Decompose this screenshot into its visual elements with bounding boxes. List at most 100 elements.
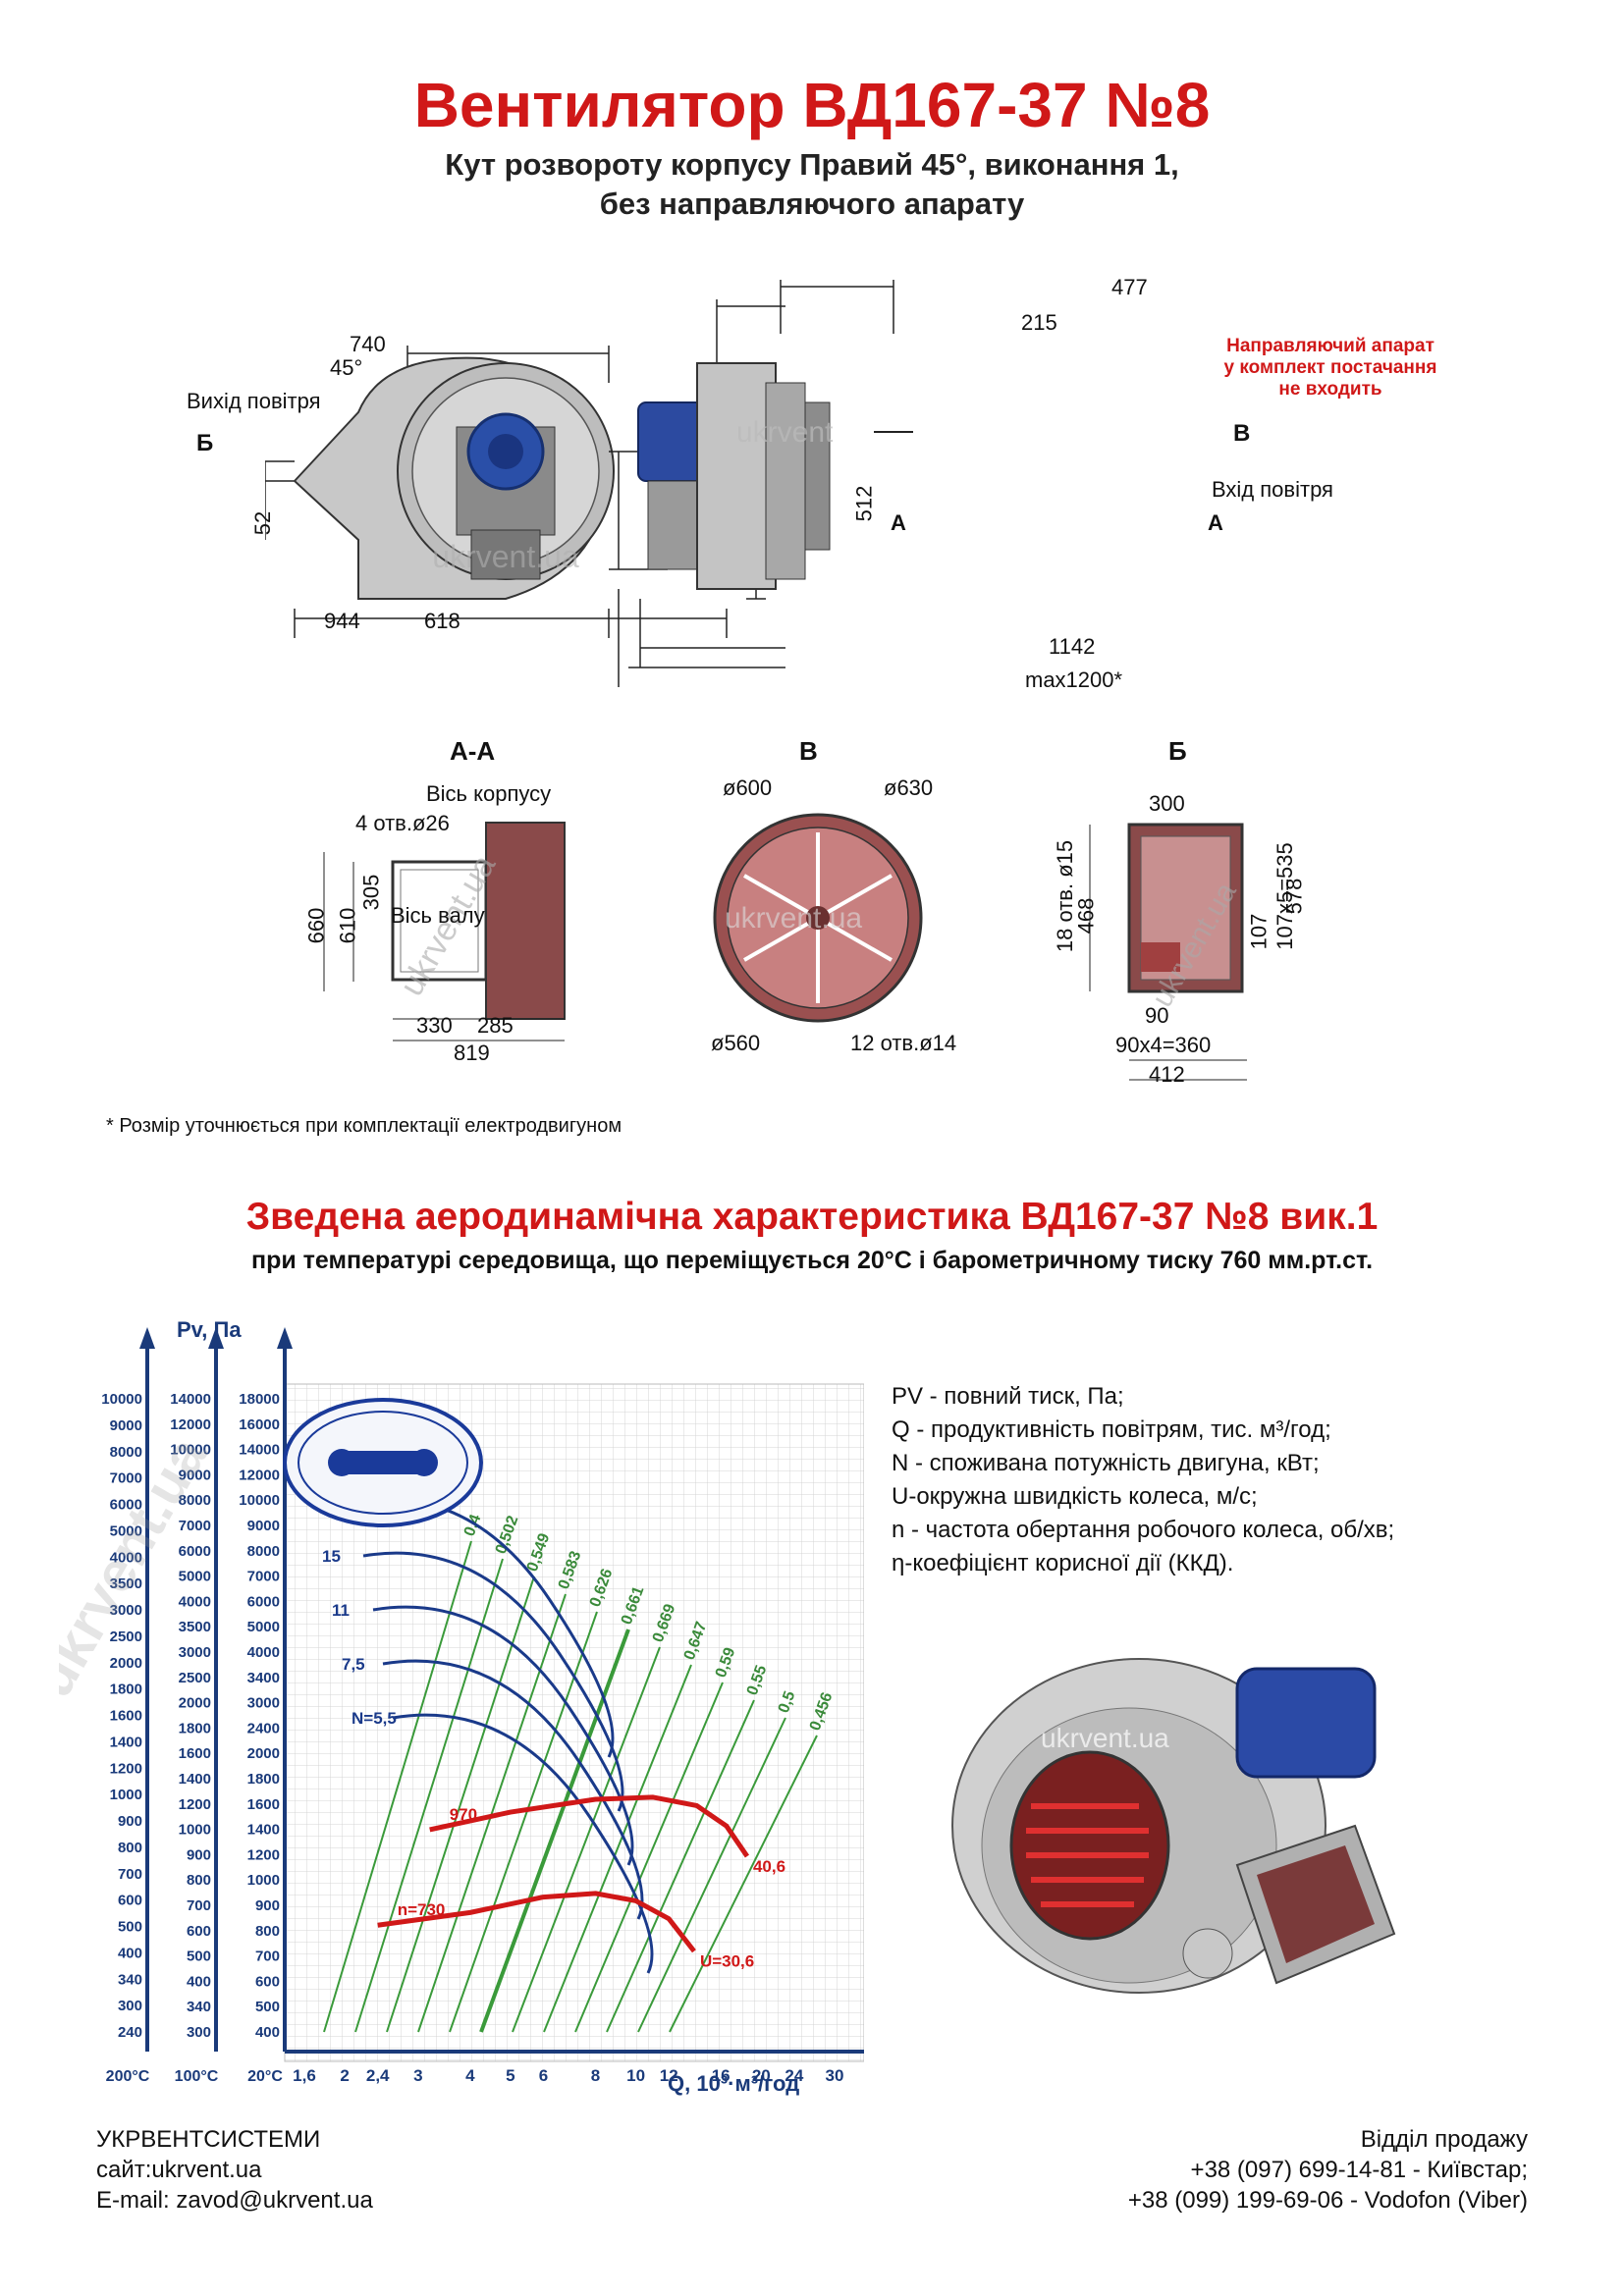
x-tick-label: 24: [785, 2066, 803, 2085]
y-tick-label: 2000: [110, 1655, 142, 1672]
aa-660: 660: [303, 907, 329, 944]
section-v-drawing: ukrvent.ua: [713, 813, 923, 1023]
efficiency-line: [637, 1717, 786, 2033]
x-tick-label: 12: [660, 2066, 678, 2085]
email-link[interactable]: E-mail: zavod@ukrvent.ua: [96, 2187, 373, 2214]
dim-45: 45°: [330, 355, 363, 380]
y-tick-label: 4000: [247, 1644, 280, 1661]
site-link[interactable]: сайт:ukrvent.ua: [96, 2157, 262, 2183]
y-tick-label: 3000: [110, 1602, 142, 1619]
y-tick-label: 800: [118, 1840, 142, 1856]
aero-chart: 1000090008000700060005000400035003000250…: [59, 1317, 864, 2096]
section-v-title: В: [799, 736, 818, 766]
efficiency-line: [543, 1664, 692, 2033]
phone-1[interactable]: +38 (097) 699-14-81 - Київстар;: [1190, 2157, 1528, 2183]
b-holes: 18 отв. ø15: [1053, 839, 1078, 953]
dim-944: 944: [324, 609, 360, 633]
y-tick-label: 12000: [239, 1467, 280, 1483]
y-tick-label: 1800: [179, 1720, 211, 1736]
company-name: УКРВЕНТСИСТЕМИ: [96, 2126, 321, 2153]
x-tick-label: 20: [752, 2066, 771, 2085]
section2-subtitle: при температурі середовища, що переміщує…: [250, 1247, 1374, 1274]
efficiency-line: [512, 1646, 661, 2033]
y-tick-label: 8000: [247, 1543, 280, 1560]
y-tick-label: 800: [187, 1872, 211, 1889]
aa-axis-shaft: Вісь валу: [391, 903, 485, 928]
y-tick-label: 1000: [247, 1872, 280, 1889]
x-tick-label: 16: [712, 2066, 731, 2085]
y-tick-label: 340: [118, 1971, 142, 1988]
y-tick-label: 10000: [101, 1391, 142, 1408]
air-outlet-label: Вихід повітря: [187, 389, 321, 413]
y-tick-label: 240: [118, 2024, 142, 2041]
speed-curve: [377, 1891, 696, 1953]
note-guide-vane: Направляючий апарат у комплект постачанн…: [1198, 336, 1463, 400]
speed-end-label: U=30,6: [700, 1952, 754, 1971]
legend-item: n - частота обертання робочого колеса, о…: [892, 1517, 1395, 1543]
y-tick-label: 14000: [170, 1391, 211, 1408]
note-line-2: у комплект постачання: [1223, 357, 1437, 378]
power-label: N=5,5: [352, 1709, 397, 1728]
power-label: 15: [322, 1547, 341, 1566]
dim-740: 740: [350, 332, 386, 356]
v-630: ø630: [884, 775, 934, 800]
svg-text:ukrvent.ua: ukrvent.ua: [725, 902, 862, 934]
efficiency-line: [386, 1575, 535, 2033]
dim-618: 618: [424, 609, 460, 633]
efficiency-line: [354, 1558, 504, 2033]
dim-215: 215: [1021, 310, 1057, 335]
v-holes: 12 отв.ø14: [850, 1031, 957, 1055]
b-107: 107: [1246, 913, 1272, 950]
y-tick-label: 14000: [239, 1442, 280, 1459]
y-tick-label: 300: [118, 1998, 142, 2014]
y-tick-label: 3500: [110, 1575, 142, 1592]
y-tick-label: 700: [118, 1866, 142, 1883]
aa-330: 330: [416, 1013, 453, 1038]
y-tick-label: 5000: [179, 1569, 211, 1585]
y-tick-label: 4000: [179, 1593, 211, 1610]
power-line: [372, 1605, 634, 1866]
x-tick-label: 3: [413, 2066, 422, 2085]
y-tick-label: 700: [255, 1949, 280, 1965]
section-a-marker-left: А: [891, 510, 906, 535]
phone-2[interactable]: +38 (099) 199-69-06 - Vodofon (Viber): [1127, 2187, 1528, 2214]
y-tick-label: 1000: [179, 1822, 211, 1839]
y-tick-label: 1400: [247, 1822, 280, 1839]
side-view-drawing: ukrvent: [609, 280, 913, 687]
y-tick-label: 400: [187, 1973, 211, 1990]
y-tick-label: 18000: [239, 1391, 280, 1408]
y-tick-label: 1600: [179, 1745, 211, 1762]
y-tick-label: 1600: [110, 1708, 142, 1725]
efficiency-line: [574, 1682, 724, 2033]
power-line: [382, 1659, 644, 1920]
x-tick-label: 4: [465, 2066, 475, 2085]
dim-1142: 1142: [1049, 634, 1096, 659]
aa-holes: 4 отв.ø26: [355, 811, 450, 835]
y-tick-label: 900: [118, 1813, 142, 1830]
y-tick-label: 800: [255, 1923, 280, 1940]
section-aa-drawing: ukrvent.ua: [323, 822, 566, 1041]
footnote: * Розмір уточнюється при комплектації ел…: [106, 1115, 623, 1137]
legend-item: N - споживана потужність двигуна, кВт;: [892, 1450, 1320, 1476]
y-tick-label: 7000: [179, 1518, 211, 1534]
x-tick-label: 5: [506, 2066, 514, 2085]
y-tick-label: 3400: [247, 1670, 280, 1686]
x-axis-label: Q, 10³·м³/год: [668, 2071, 799, 2096]
y-tick-label: 1200: [247, 1846, 280, 1863]
watermark: ukrvent.ua: [432, 539, 579, 574]
aa-285: 285: [477, 1013, 514, 1038]
y-tick-label: 1400: [179, 1771, 211, 1788]
y-tick-label: 8000: [110, 1444, 142, 1461]
x-tick-label: 2,4: [366, 2066, 390, 2085]
speed-label: 970: [450, 1805, 477, 1824]
efficiency-line: [417, 1593, 567, 2033]
front-view-drawing: ukrvent.ua: [265, 346, 766, 638]
x-tick-label: 30: [826, 2066, 844, 2085]
section2-title: Зведена аеродинамічна характеристика ВД1…: [245, 1196, 1379, 1238]
y-tick-label: 1600: [247, 1796, 280, 1813]
efficiency-line: [606, 1699, 755, 2033]
y-tick-label: 5000: [110, 1522, 142, 1539]
y-tick-label: 1800: [247, 1771, 280, 1788]
dim-512: 512: [851, 485, 877, 522]
dim-477: 477: [1111, 275, 1148, 299]
